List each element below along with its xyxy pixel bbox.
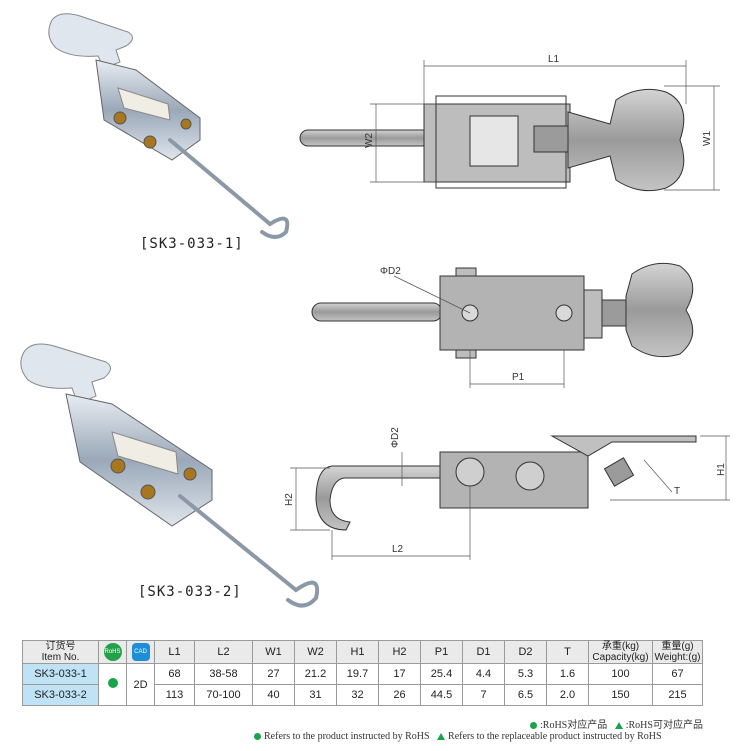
value-cell: 25.4 <box>420 663 463 685</box>
value-cell: 70-100 <box>194 684 253 706</box>
legend-cn: :RoHS对应产品 :RoHS可对应产品 <box>530 716 703 731</box>
capacity-cell: 100 <box>588 663 653 685</box>
value-cell: 6.5 <box>504 684 547 706</box>
header-cad: CAD <box>126 640 155 664</box>
weight-cell: 67 <box>652 663 703 685</box>
middle-view-drawing <box>311 262 694 359</box>
header-weight: 重量(g) Weight:(g) <box>652 640 703 664</box>
rohs-dot-icon <box>530 722 537 730</box>
top-view-dimensions <box>370 60 720 191</box>
product-photo-2 <box>20 343 319 608</box>
item-no-cell: SK3-033-2 <box>22 684 99 706</box>
value-cell: 17 <box>378 663 421 685</box>
weight-cell: 215 <box>652 684 703 706</box>
header-col: W1 <box>252 640 295 664</box>
header-col: H2 <box>378 640 421 664</box>
spec-table: 订货号 Item No. RoHS CAD L1 L2 W1 W2 H1 H2 … <box>22 640 703 706</box>
value-cell: 27 <box>252 663 295 685</box>
header-col: T <box>546 640 589 664</box>
value-cell: 113 <box>154 684 195 706</box>
value-cell: 2.0 <box>546 684 589 706</box>
header-col: W2 <box>294 640 337 664</box>
value-cell: 4.4 <box>462 663 505 685</box>
rohs-replace-triangle-icon <box>614 722 623 730</box>
rohs-icon: RoHS <box>103 643 122 661</box>
value-cell: 1.6 <box>546 663 589 685</box>
header-rohs: RoHS <box>98 640 127 664</box>
value-cell: 5.3 <box>504 663 547 685</box>
side-view-drawing <box>315 435 697 531</box>
header-col: D2 <box>504 640 547 664</box>
rohs-replace-triangle-icon <box>437 733 446 741</box>
value-cell: 31 <box>294 684 337 706</box>
item-no-cell: SK3-033-1 <box>22 663 99 685</box>
dim-label-h2: H2 <box>284 493 295 506</box>
legend-rohs-cn: :RoHS对应产品 <box>540 720 608 731</box>
value-cell: 40 <box>252 684 295 706</box>
legend-replace-cn: :RoHS可对应产品 <box>625 720 703 731</box>
technical-drawings: L1 W2 W1 ΦD2 P1 ΦD2 H2 L2 H1 T <box>20 13 730 608</box>
value-cell: 21.2 <box>294 663 337 685</box>
dim-label-d2-top: ΦD2 <box>380 266 401 277</box>
cad-cell: 2D <box>126 663 155 706</box>
header-capacity: 承重(kg) Capacity(kg) <box>588 640 653 664</box>
value-cell: 44.5 <box>420 684 463 706</box>
table-row: SK3-033-1 2D 68 38-58 27 21.2 19.7 17 25… <box>22 663 703 706</box>
cad-icon: CAD <box>131 643 150 661</box>
rohs-cell <box>98 663 127 706</box>
value-cell: 32 <box>336 684 379 706</box>
top-view-drawing <box>299 88 685 192</box>
dim-label-l1: L1 <box>548 54 560 65</box>
rohs-dot-icon <box>107 678 118 688</box>
product-caption-2: [SK3-033-2] <box>138 584 242 600</box>
product-caption-1: [SK3-033-1] <box>140 236 244 252</box>
dim-label-p1: P1 <box>512 372 525 383</box>
product-photo-1 <box>48 13 290 239</box>
header-col: L2 <box>194 640 253 664</box>
dim-label-d2-side: ΦD2 <box>390 427 401 448</box>
side-view-dimensions <box>290 435 730 560</box>
legend-rohs-en: Refers to the product instructed by RoHS <box>264 731 430 742</box>
header-col: H1 <box>336 640 379 664</box>
value-cell: 7 <box>462 684 505 706</box>
table-header-row: 订货号 Item No. RoHS CAD L1 L2 W1 W2 H1 H2 … <box>22 640 703 664</box>
header-item-no: 订货号 Item No. <box>22 640 99 664</box>
header-col: P1 <box>420 640 463 664</box>
middle-view-dimensions <box>393 275 565 388</box>
legend-en: Refers to the product instructed by RoHS… <box>254 731 662 742</box>
legend-replace-en: Refers to the replaceable product instru… <box>448 731 662 742</box>
table-row: SK3-033-2 113 70-100 40 31 32 26 44.5 7 … <box>22 684 703 706</box>
value-cell: 19.7 <box>336 663 379 685</box>
value-cell: 38-58 <box>194 663 253 685</box>
value-cell: 68 <box>154 663 195 685</box>
dim-label-t: T <box>674 486 680 497</box>
dim-label-w1: W1 <box>702 131 713 146</box>
capacity-cell: 150 <box>588 684 653 706</box>
header-col: D1 <box>462 640 505 664</box>
dim-label-w2: W2 <box>364 133 375 148</box>
value-cell: 26 <box>378 684 421 706</box>
dim-label-l2: L2 <box>392 544 404 555</box>
header-col: L1 <box>154 640 195 664</box>
dimension-labels: L1 W2 W1 ΦD2 P1 ΦD2 H2 L2 H1 T <box>284 54 727 555</box>
rohs-dot-icon <box>254 733 261 741</box>
dim-label-h1: H1 <box>716 463 727 476</box>
